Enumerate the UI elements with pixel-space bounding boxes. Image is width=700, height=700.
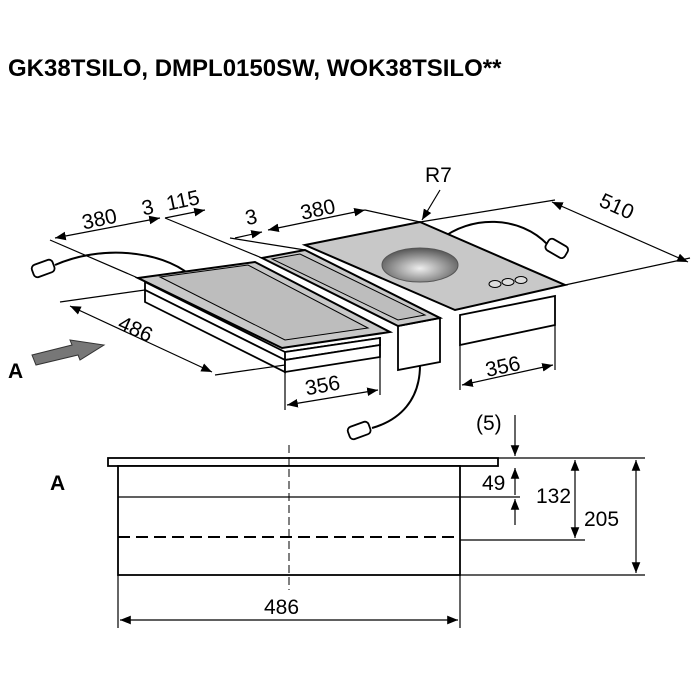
grill-module xyxy=(134,260,394,374)
page-title: GK38TSILO, DMPL0150SW, WOK38TSILO** xyxy=(8,55,502,82)
plug-icon xyxy=(30,258,56,279)
dim-depth-right: 510 xyxy=(596,189,637,224)
dim-132: 132 xyxy=(536,485,571,508)
view-label: A xyxy=(8,360,23,383)
dim-gap-1: 3 xyxy=(140,195,156,220)
dim-depth-left: 486 xyxy=(115,312,156,347)
dim-205: 205 xyxy=(584,508,619,531)
knob-icon xyxy=(501,278,515,286)
dim-width-right: 380 xyxy=(298,195,337,225)
view-arrow-icon xyxy=(31,339,106,366)
wok-module xyxy=(301,220,569,347)
wok-burner xyxy=(381,247,459,283)
dim-gap-2: 3 xyxy=(243,205,259,230)
dim-body-right: 356 xyxy=(483,352,522,382)
extractor-module xyxy=(258,248,444,372)
knob-icon xyxy=(514,276,528,284)
iso-dimension-lines xyxy=(49,189,691,410)
plug-icon xyxy=(544,237,569,259)
dim-overhang: (5) xyxy=(476,412,502,435)
dim-body-left: 356 xyxy=(303,372,342,401)
section-label: A xyxy=(50,472,65,495)
section-view xyxy=(107,415,645,628)
dim-width-486: 486 xyxy=(264,596,299,619)
dim-49: 49 xyxy=(482,472,505,495)
plug-icon xyxy=(346,420,372,441)
dim-radius: R7 xyxy=(425,164,452,187)
dim-width-left: 380 xyxy=(80,205,119,235)
knob-icon xyxy=(488,280,502,288)
